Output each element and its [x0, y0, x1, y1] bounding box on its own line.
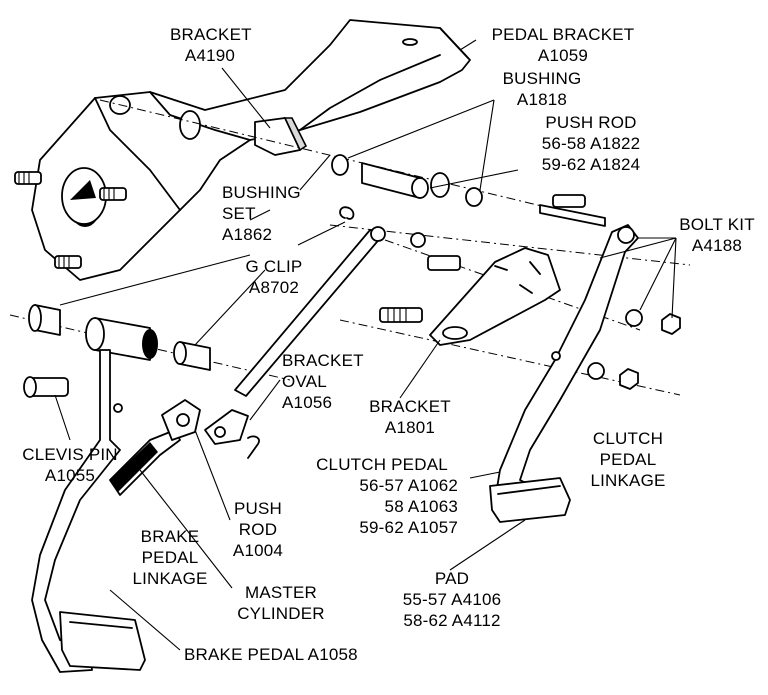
label-line: A1059	[537, 46, 589, 65]
label-line: BUSHING	[502, 69, 582, 88]
label-line: 58-62 A4112	[403, 611, 501, 630]
upper-bushings	[331, 154, 483, 207]
label-line: CLEVIS PIN	[22, 445, 118, 464]
label-line: LINKAGE	[132, 569, 208, 588]
leader-lines	[54, 39, 677, 651]
label-line: BRAKE PEDAL A1058	[184, 645, 358, 664]
label-line: CLUTCH PEDAL	[316, 455, 448, 474]
clutch-pedal-drawing	[489, 224, 639, 523]
label-line: PUSH	[233, 499, 283, 518]
label-push-rod-lower: PUSH ROD A1004	[220, 498, 296, 561]
label-line: MASTER	[244, 583, 318, 602]
label-line: A1818	[516, 90, 568, 109]
label-line: BOLT KIT	[679, 215, 755, 234]
label-line: PUSH ROD	[545, 113, 637, 132]
master-cylinder-rod	[109, 399, 201, 496]
label-line: 56-58 A1822	[541, 134, 641, 153]
label-line: BRACKET	[170, 25, 252, 44]
label-line: A1056	[282, 393, 333, 412]
label-line: BUSHING	[222, 183, 301, 202]
label-line: A4190	[184, 46, 236, 65]
label-g-clip: G CLIP A8702	[234, 256, 314, 298]
label-line: 59-62 A1824	[541, 155, 641, 174]
label-line: BRACKET	[282, 351, 364, 370]
label-line: PEDAL	[141, 548, 199, 567]
brake-pedal-drawing	[31, 349, 146, 673]
label-brake-pedal: BRAKE PEDAL A1058	[184, 644, 384, 665]
label-clutch-pedal: CLUTCH PEDAL 56-57 A1062 58 A1063 59-62 …	[306, 454, 458, 538]
label-line: A1801	[384, 418, 436, 437]
label-bracket-a1801: BRACKET A1801	[360, 396, 460, 438]
label-pedal-bracket: PEDAL BRACKET A1059	[478, 24, 648, 66]
label-brake-pedal-linkage: BRAKE PEDAL LINKAGE	[120, 526, 220, 589]
label-master-cylinder: MASTER CYLINDER	[226, 582, 336, 624]
label-line: A4188	[691, 236, 743, 255]
label-line: ROD	[238, 520, 278, 539]
label-line: 55-57 A4106	[402, 590, 502, 609]
label-line: CYLINDER	[237, 604, 325, 623]
label-line: CLUTCH	[592, 429, 664, 448]
label-line: LINKAGE	[590, 471, 666, 490]
label-bracket-oval: BRACKET OVAL A1056	[282, 350, 382, 413]
bracket-a1801-plate	[427, 247, 561, 346]
label-line: PEDAL	[599, 450, 657, 469]
label-line: A1055	[44, 466, 96, 485]
label-line: A1004	[232, 541, 284, 560]
label-bushing: BUSHING A1818	[492, 68, 592, 110]
label-line: 59-62 A1057	[359, 518, 458, 537]
label-line: A8702	[248, 278, 300, 297]
label-line: PEDAL BRACKET	[491, 25, 635, 44]
label-line: PAD	[434, 569, 470, 588]
label-line: A1862	[222, 225, 273, 244]
label-line: G CLIP	[245, 257, 303, 276]
label-push-rod-upper: PUSH ROD 56-58 A1822 59-62 A1824	[528, 112, 654, 175]
label-clutch-pedal-linkage: CLUTCH PEDAL LINKAGE	[578, 428, 678, 491]
label-line: SET	[222, 204, 256, 223]
label-clevis-pin: CLEVIS PIN A1055	[14, 444, 126, 486]
label-bolt-kit: BOLT KIT A4188	[672, 214, 762, 256]
bushing-set-lower	[28, 304, 211, 371]
label-bracket-a4190: BRACKET A4190	[170, 24, 252, 66]
label-line: BRAKE	[140, 527, 200, 546]
pedal-bracket-casting	[14, 19, 471, 281]
label-line: OVAL	[282, 372, 327, 391]
label-line: 58 A1063	[384, 497, 458, 516]
label-bushing-set: BUSHING SET A1862	[222, 182, 312, 245]
label-line: BRACKET	[369, 397, 451, 416]
label-pad: PAD 55-57 A4106 58-62 A4112	[388, 568, 516, 631]
label-line: 56-57 A1062	[359, 476, 458, 495]
